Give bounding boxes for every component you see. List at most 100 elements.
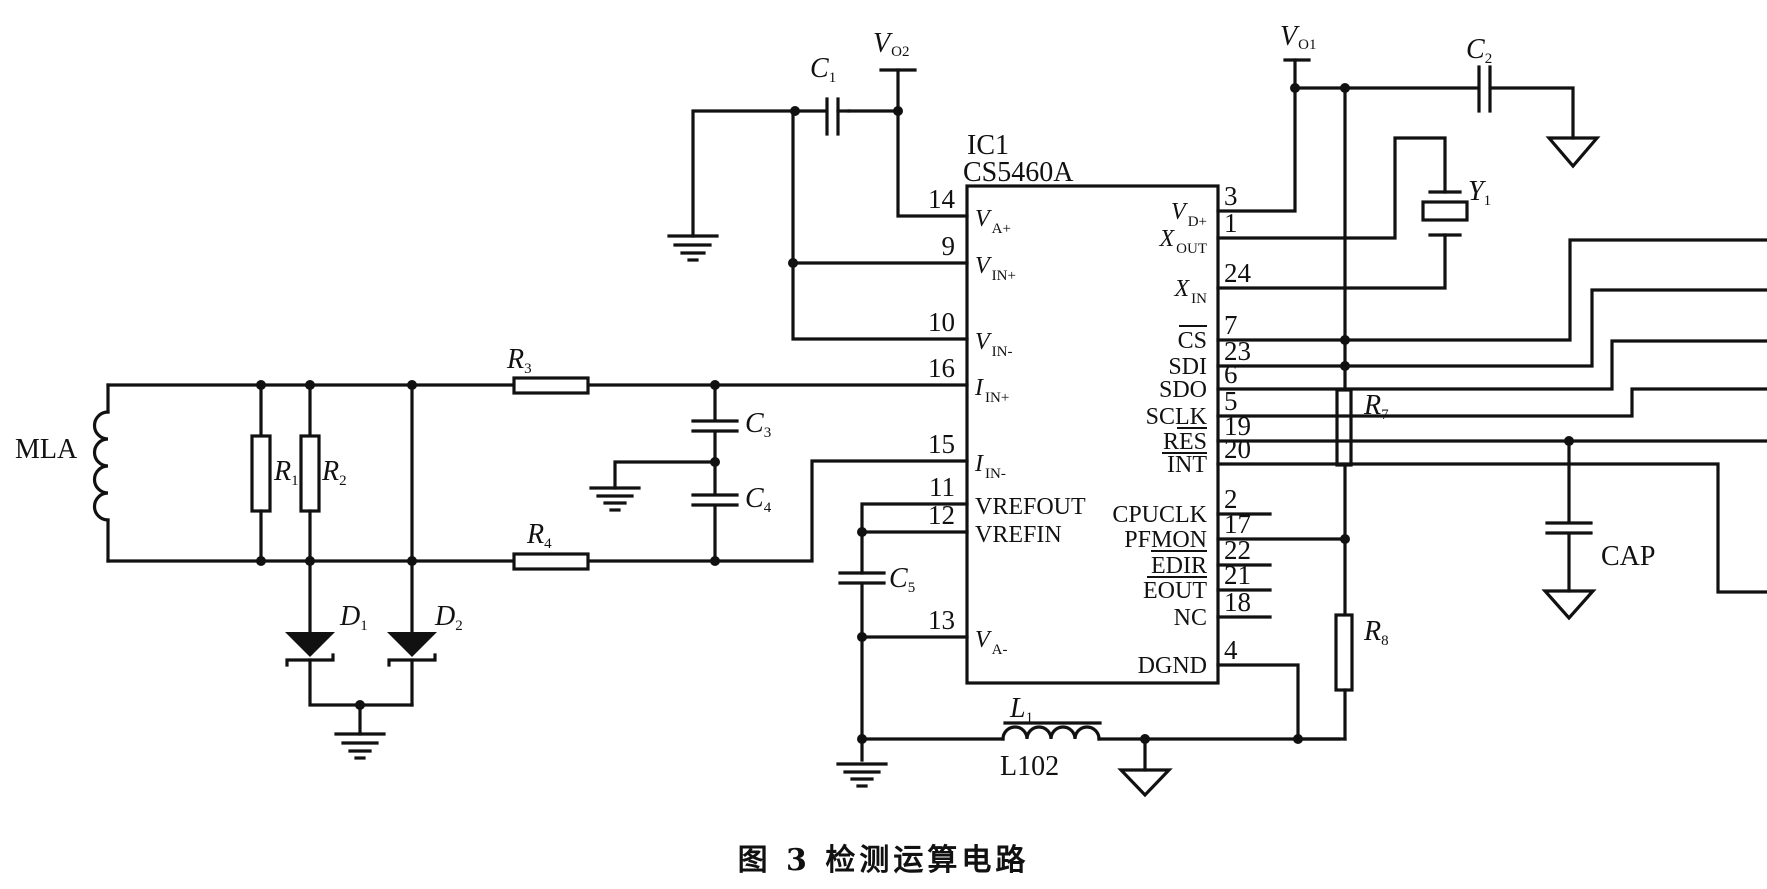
- pin-number: 14: [928, 184, 956, 214]
- wire: [586, 459, 969, 563]
- junction: [1340, 361, 1350, 371]
- resistor-r3: [512, 376, 590, 395]
- pin-number: 9: [942, 231, 956, 261]
- ic-pin-7: 7CS: [1178, 310, 1238, 354]
- wire: [847, 109, 969, 218]
- junction: [407, 556, 417, 566]
- ground-icon: [836, 762, 888, 788]
- ground-icon: [589, 486, 641, 512]
- pin-number: 15: [928, 429, 955, 459]
- junction: [407, 380, 417, 390]
- pin-number: 2: [1224, 484, 1238, 514]
- c1-label: C1: [810, 53, 836, 86]
- ic-body: [965, 184, 1220, 685]
- r1-label: R1: [273, 456, 299, 489]
- resistor-r8: [1334, 613, 1354, 692]
- junction: [305, 556, 315, 566]
- pin-name: INT: [1167, 452, 1207, 478]
- pin-number: 18: [1224, 587, 1251, 617]
- cap-label: CAP: [1601, 541, 1655, 572]
- filter-network: R3 R4 C3 C4: [506, 344, 772, 571]
- digital-ground-icon: [1541, 589, 1597, 621]
- y1-label: Y1: [1468, 176, 1491, 209]
- junction: [355, 700, 365, 710]
- input-network: MLA R1 R2 D1 D2: [15, 380, 969, 760]
- junction: [256, 556, 266, 566]
- pin-number: 7: [1224, 310, 1238, 340]
- digital-ground-icon: [1545, 136, 1601, 169]
- resistor-r2: [299, 434, 321, 513]
- wire: [691, 109, 799, 238]
- vo2-net: VO2 C1: [667, 28, 969, 341]
- pin-name: DGND: [1138, 653, 1207, 679]
- diode-d1: [285, 632, 335, 657]
- junction: [857, 527, 867, 537]
- ground-icon: [667, 234, 719, 262]
- r3-label: R3: [506, 344, 532, 377]
- junction: [788, 258, 798, 268]
- coil-mla: [92, 383, 110, 563]
- l1-label: L1: [1009, 693, 1033, 726]
- pin-number: 24: [1224, 258, 1252, 288]
- junction: [256, 380, 266, 390]
- c2-label: C2: [1466, 34, 1492, 67]
- digital-ground-icon: [1117, 768, 1173, 798]
- resistor-r7: [1335, 388, 1353, 467]
- pin-name: CS: [1178, 328, 1207, 354]
- pin-name: NC: [1174, 605, 1207, 631]
- crystal-y1: [1421, 200, 1469, 222]
- l1-value: L102: [1000, 751, 1059, 782]
- c5-label: C5: [889, 563, 915, 596]
- junction: [1290, 83, 1300, 93]
- pin-number: 11: [929, 472, 955, 502]
- c3-label: C3: [745, 408, 771, 441]
- junction: [1340, 534, 1350, 544]
- figure-caption: 图 3 检测运算电路: [737, 843, 1030, 878]
- r4-label: R4: [526, 519, 552, 552]
- junction: [710, 457, 720, 467]
- pin-name: VREFIN: [975, 522, 1062, 548]
- vo2-label: VO2: [873, 28, 909, 60]
- pin-name: CPUCLK: [1112, 502, 1207, 528]
- pin-name: SDI: [1168, 354, 1207, 380]
- pin-number: 5: [1224, 386, 1238, 416]
- ic-ref: IC1: [967, 130, 1009, 161]
- r2-label: R2: [321, 456, 347, 489]
- junction: [710, 380, 720, 390]
- vo1-label: VO1: [1280, 21, 1316, 53]
- inductor-l1: [1001, 725, 1101, 741]
- pin-number: 3: [1224, 181, 1238, 211]
- pin-name: VREFOUT: [975, 494, 1086, 520]
- pin-number: 4: [1224, 635, 1238, 665]
- junction: [857, 632, 867, 642]
- junction: [710, 556, 720, 566]
- digital-network: VO1 C2 R7 R8 Y1: [1216, 21, 1767, 741]
- ground-icon: [334, 732, 386, 760]
- pin-name: EOUT: [1143, 578, 1207, 604]
- pin-number: 6: [1224, 359, 1238, 389]
- pin-name: SCLK: [1146, 404, 1208, 430]
- ic1-cs5460a: IC1 CS5460A: [963, 130, 1220, 685]
- ic-part: CS5460A: [963, 157, 1074, 188]
- pin-number: 10: [928, 307, 955, 337]
- wire: [791, 109, 969, 341]
